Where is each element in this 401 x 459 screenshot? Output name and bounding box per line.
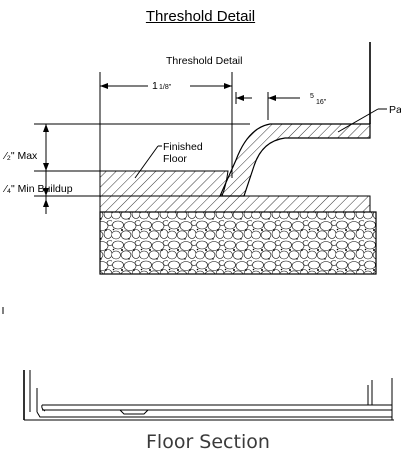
detail-title: Threshold Detail [166,55,242,67]
concrete-slab [99,211,377,275]
label-floor: Floor [163,153,187,165]
label-pa: Pa [389,104,401,116]
dim-5-16-num: 5 [310,93,314,100]
finished-leader [134,145,159,179]
arrow-left [100,83,108,89]
arrow-5-16-left [236,95,244,101]
arrow-buildup-below [43,199,49,207]
pa-leader [337,108,379,133]
label-half-max: ⁄₂" Max [2,150,38,162]
page-title: Threshold Detail [145,8,256,25]
label-min-buildup: ⁄₄" Min Buildup [2,183,73,195]
arrow-5-16-right [268,95,276,101]
label-finished: Finished [163,141,203,153]
floor-section-drawing [23,370,394,421]
arrow-max-top [43,124,49,132]
arrow-max-bottom [43,163,49,171]
buildup-layer [99,195,371,213]
dim-1-1-8-frac: 1/8" [159,84,172,91]
arrow-buildup-bottom [43,188,49,196]
dim-5-16-den: 16" [316,99,327,106]
dim-1-1-8-whole: 1 [152,80,158,92]
finished-floor [99,170,229,197]
floor-section-caption: Floor Section [146,431,270,453]
arrow-right [224,83,232,89]
threshold-profile [219,123,371,197]
